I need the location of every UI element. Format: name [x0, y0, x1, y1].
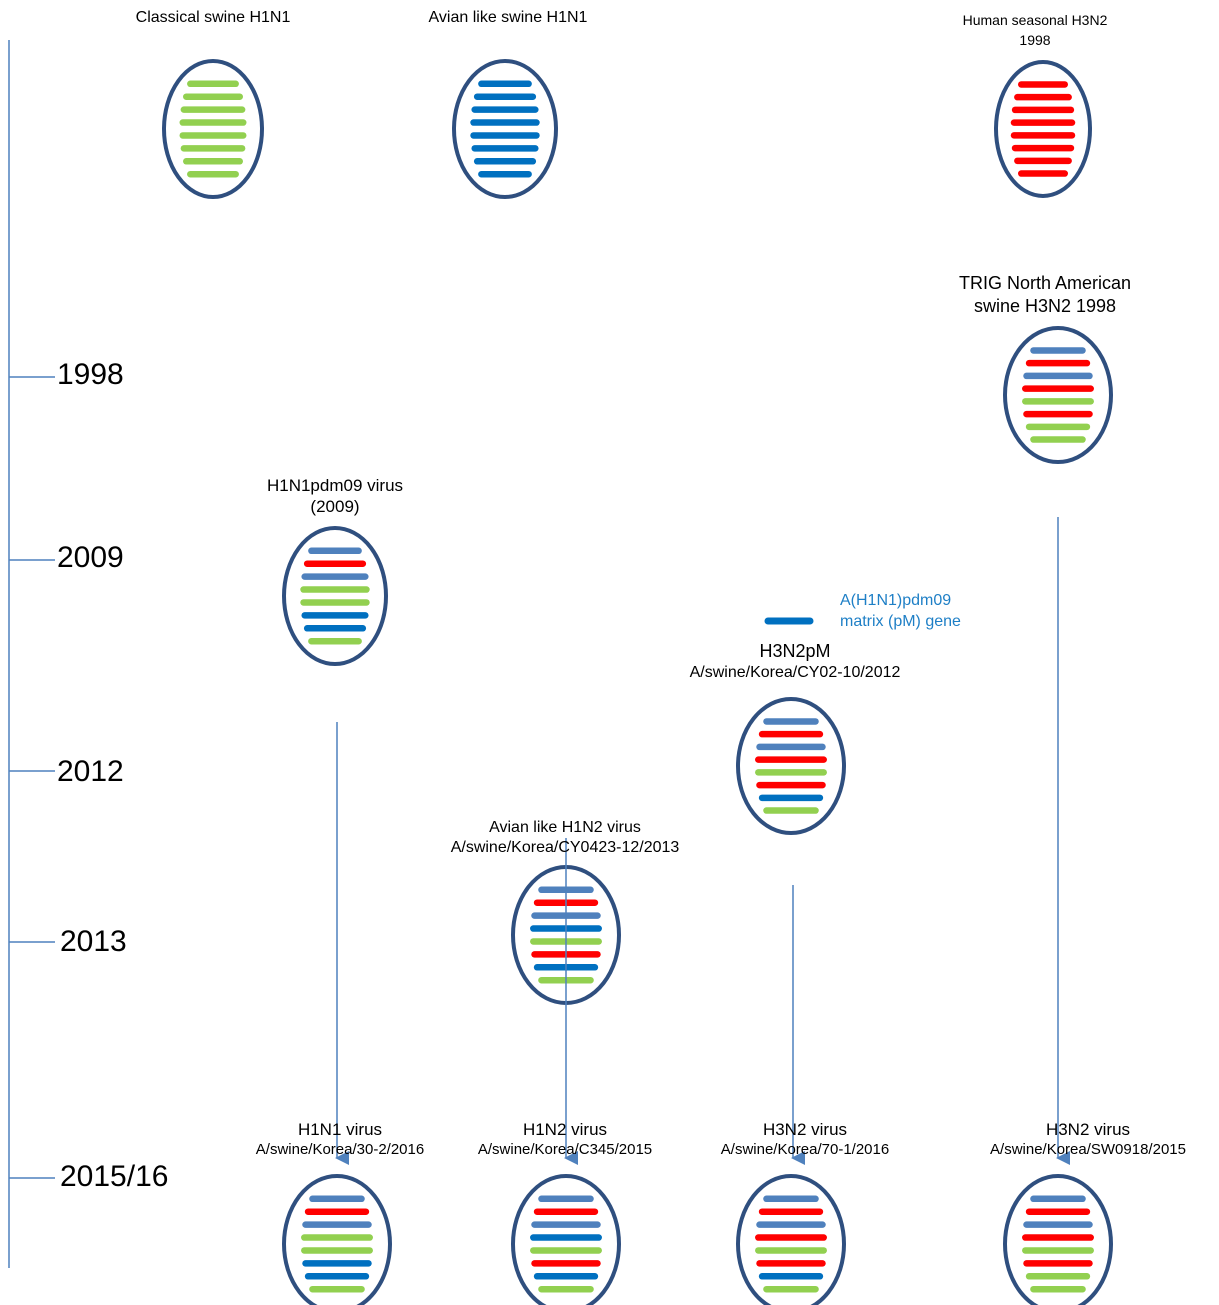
label-h1n1-2016: H1N1 virus A/swine/Korea/30-2/2016: [235, 1120, 445, 1160]
label-h1n2-2015-subtitle: A/swine/Korea/C345/2015: [477, 1141, 653, 1158]
label-h3n2pm-title: H3N2pM: [759, 641, 831, 661]
label-h3n2-2015: H3N2 virus A/swine/Korea/SW0918/2015: [958, 1120, 1218, 1160]
label-human-seasonal-subtitle: 1998: [1019, 32, 1051, 48]
pm-gene-note-line1: A(H1N1)pdm09: [840, 592, 952, 609]
label-classical-swine: Classical swine H1N1: [93, 8, 333, 28]
year-label-2009: 2009: [57, 541, 124, 574]
label-h1n1-2016-title: H1N1 virus: [297, 1120, 383, 1139]
label-h1n1-2016-subtitle: A/swine/Korea/30-2/2016: [255, 1141, 425, 1158]
label-h1n1pdm09: H1N1pdm09 virus (2009): [225, 475, 445, 517]
pm-gene-note: A(H1N1)pdm09 matrix (pM) gene: [840, 590, 961, 632]
label-human-seasonal-title: Human seasonal H3N2: [962, 12, 1108, 28]
label-h3n2-2015-subtitle: A/swine/Korea/SW0918/2015: [990, 1141, 1186, 1158]
year-label-2012: 2012: [57, 755, 124, 788]
label-h3n2pm-subtitle: A/swine/Korea/CY02-10/2012: [689, 664, 901, 681]
label-h3n2pm: H3N2pM A/swine/Korea/CY02-10/2012: [655, 640, 935, 684]
label-h1n2-2015: H1N2 virus A/swine/Korea/C345/2015: [460, 1120, 670, 1160]
label-h1n1pdm09-title: H1N1pdm09 virus: [266, 476, 404, 495]
label-h3n2-2015-title: H3N2 virus: [1045, 1120, 1131, 1139]
label-h1n2-2015-title: H1N2 virus: [522, 1120, 608, 1139]
label-avian-like-h1n2: Avian like H1N2 virus A/swine/Korea/CY04…: [420, 818, 710, 858]
label-avian-like-h1n2-title: Avian like H1N2 virus: [489, 819, 641, 836]
year-label-1998: 1998: [57, 358, 124, 391]
label-trig: TRIG North American swine H3N2 1998: [915, 272, 1175, 318]
label-avian-like-swine: Avian like swine H1N1: [388, 8, 628, 28]
year-label-2013: 2013: [60, 925, 127, 958]
label-trig-title: TRIG North American: [958, 273, 1132, 293]
label-avian-like-swine-title: Avian like swine H1N1: [428, 9, 588, 26]
label-h3n2-2016-subtitle: A/swine/Korea/70-1/2016: [720, 1141, 890, 1158]
year-label-2015-16: 2015/16: [60, 1160, 169, 1193]
label-classical-swine-title: Classical swine H1N1: [135, 9, 291, 26]
label-trig-subtitle: swine H3N2 1998: [973, 296, 1117, 316]
pm-gene-note-line2: matrix (pM) gene: [840, 613, 961, 630]
label-h3n2-2016-title: H3N2 virus: [762, 1120, 848, 1139]
label-human-seasonal: Human seasonal H3N2 1998: [920, 10, 1150, 50]
label-avian-like-h1n2-subtitle: A/swine/Korea/CY0423-12/2013: [450, 839, 680, 856]
label-h3n2-2016: H3N2 virus A/swine/Korea/70-1/2016: [700, 1120, 910, 1160]
label-h1n1pdm09-subtitle: (2009): [310, 497, 360, 516]
